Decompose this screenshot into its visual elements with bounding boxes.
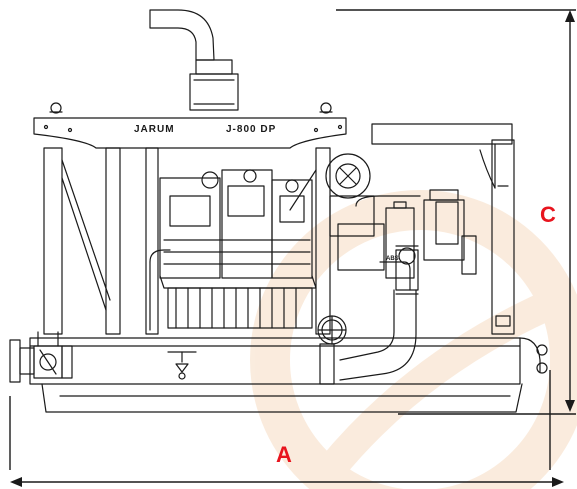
lifting-frame bbox=[33, 102, 347, 149]
exhaust-stack bbox=[149, 9, 239, 111]
handwheel bbox=[321, 319, 343, 341]
pump-assembly bbox=[337, 123, 513, 295]
discharge-pipe bbox=[317, 289, 417, 385]
base-skid bbox=[29, 337, 548, 413]
drain-valve bbox=[167, 351, 197, 380]
dimension-a-label: A bbox=[276, 442, 292, 467]
engine-block bbox=[149, 169, 317, 331]
right-frame-post bbox=[491, 139, 515, 335]
frame-brand-label: JARUM bbox=[134, 124, 175, 135]
air-filter bbox=[325, 153, 375, 237]
dimension-c-label: C bbox=[540, 202, 556, 227]
suction-inlet bbox=[9, 331, 73, 383]
dimension-lines bbox=[9, 9, 576, 487]
left-upright bbox=[43, 147, 159, 335]
control-box bbox=[435, 201, 459, 245]
frame-model-label: J-800 DP bbox=[226, 124, 276, 135]
watermark bbox=[250, 190, 577, 489]
pump-badge-label: ABS bbox=[386, 256, 399, 262]
